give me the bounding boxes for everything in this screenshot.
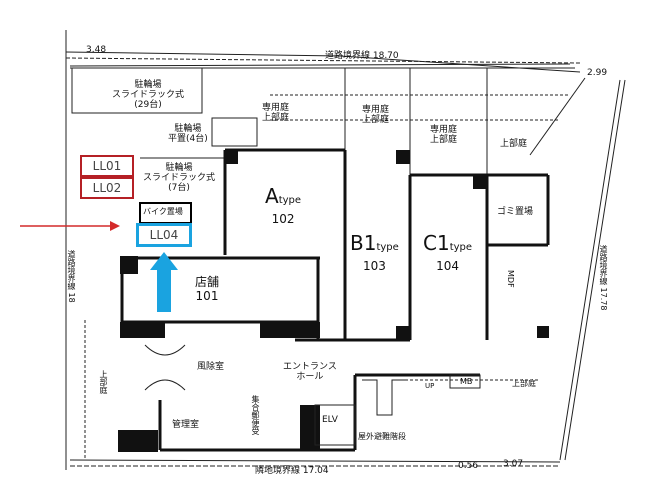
dim-top-road: 道路境界線 18.70 <box>325 51 399 61</box>
management-office: 管理室 <box>172 420 200 430</box>
dim-bottom: 隣地境界線 17.04 <box>255 466 329 476</box>
dim-bottom-r2: 3.07 <box>503 459 524 469</box>
upper-garden-left: 上部庭 <box>99 370 108 394</box>
dim-bottom-r1: 0.56 <box>458 461 479 471</box>
garbage-area: ゴミ置場 <box>497 207 534 217</box>
stairs-up: UP <box>425 382 435 390</box>
label-ll04[interactable]: LL04 <box>136 223 192 247</box>
label-ll02[interactable]: LL02 <box>80 177 134 199</box>
elevator: ELV <box>322 415 338 425</box>
bike-parking-29: 駐輪場スライドラック式(29台) <box>112 80 185 110</box>
meter-box: MB <box>460 377 473 386</box>
dim-left-road: 道路境界線 18 <box>67 250 76 303</box>
private-garden-2: 専用庭上部庭 <box>362 105 390 125</box>
mdf-room: MDF <box>506 270 515 288</box>
mailbox: 集合郵便受 <box>251 395 260 435</box>
upper-garden: 上部庭 <box>500 139 528 149</box>
private-garden-3: 専用庭上部庭 <box>430 125 458 145</box>
motorcycle-parking: バイク置場 <box>143 207 183 216</box>
private-garden-1: 専用庭上部庭 <box>262 103 290 123</box>
dim-top-right: 2.99 <box>587 68 608 78</box>
windbreak-room: 風除室 <box>197 362 225 372</box>
bike-parking-7: 駐輪場スライドラック式(7台) <box>143 163 216 193</box>
label-ll01[interactable]: LL01 <box>80 155 134 177</box>
upper-garden-right: 上部庭 <box>512 379 536 388</box>
bike-parking-4: 駐輪場平置(4台) <box>168 124 208 144</box>
dim-right-road: 道路境界線 17.78 <box>599 245 608 311</box>
outdoor-stairs: 屋外避難階段 <box>358 432 406 441</box>
entrance-hall: エントランスホール <box>283 362 337 382</box>
red-arrow <box>20 221 120 231</box>
dim-top-left: 3.48 <box>86 45 107 55</box>
blue-arrow <box>150 252 178 312</box>
